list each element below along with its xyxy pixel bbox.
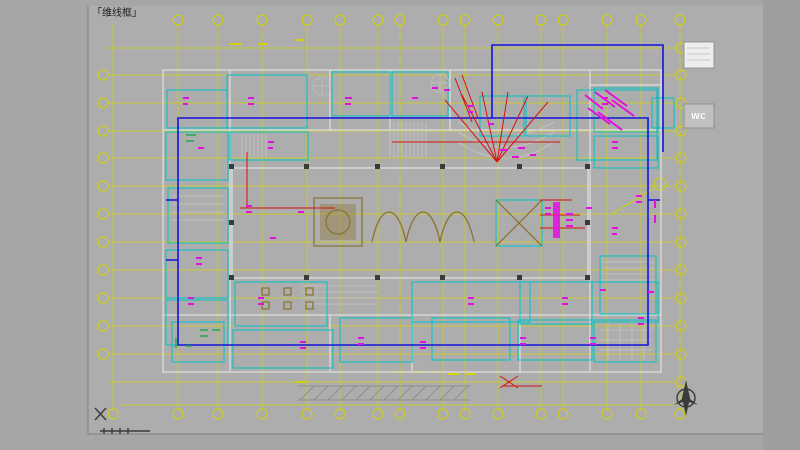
magenta-riser-block <box>553 202 560 238</box>
right-margin <box>763 0 800 450</box>
detail-tag-leader <box>611 187 655 215</box>
wc-room: WC <box>683 103 715 129</box>
north-arrow-icon <box>674 380 698 416</box>
x-marker-icon <box>94 407 107 421</box>
plants-layer <box>175 134 220 348</box>
wiring-red-layer <box>240 74 585 389</box>
legend-block <box>683 41 715 69</box>
annotations-magenta-layer <box>183 87 656 349</box>
wiring-blue-layer <box>166 44 664 346</box>
paper-frame <box>87 6 764 435</box>
stairs-layer <box>172 121 654 401</box>
wc-label: WC <box>691 112 706 121</box>
entrance-walkway-hatch <box>298 385 470 401</box>
detail-tag-bubble <box>653 177 667 191</box>
magenta-hatch-topright <box>584 89 635 131</box>
furniture-layer <box>261 73 543 310</box>
corner-label: 「维线框」 <box>92 6 142 19</box>
